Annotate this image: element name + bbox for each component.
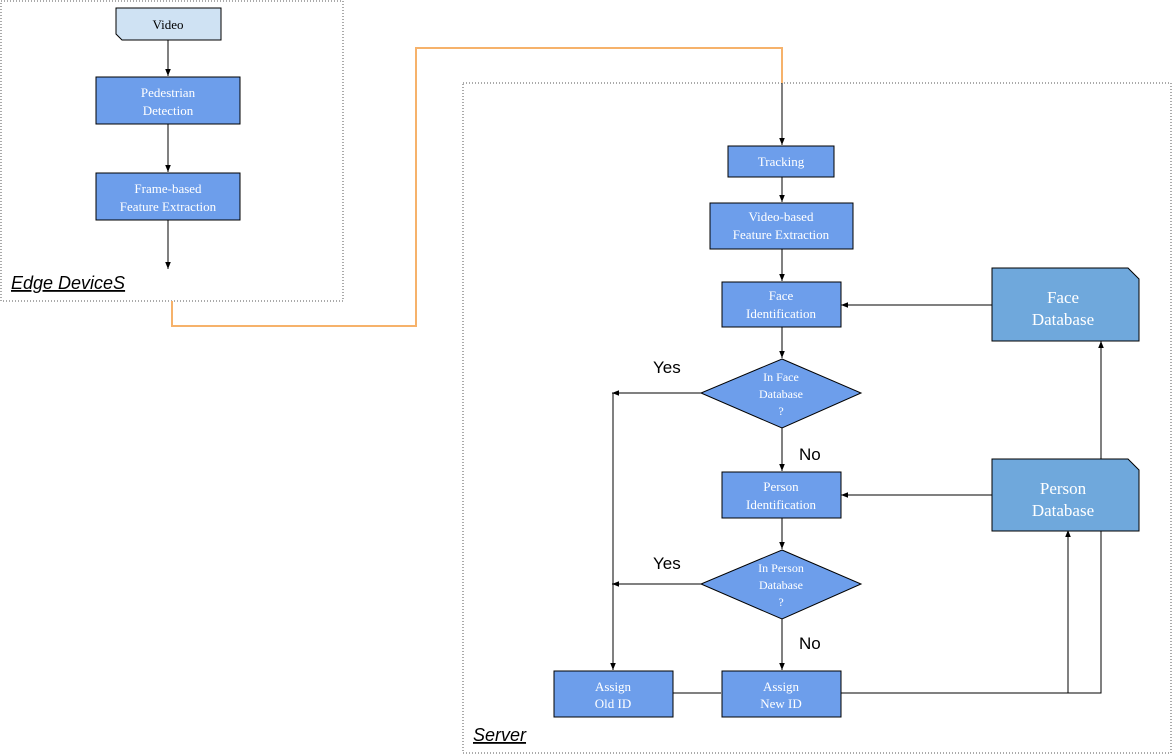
svg-text:Person: Person xyxy=(1040,479,1087,498)
svg-text:In Face: In Face xyxy=(763,370,799,384)
svg-text:?: ? xyxy=(778,404,783,418)
svg-text:In Person: In Person xyxy=(758,561,804,575)
edge-person-db-to-new-id xyxy=(1068,531,1102,694)
svg-text:Feature Extraction: Feature Extraction xyxy=(733,227,830,242)
face-no-label: No xyxy=(799,445,821,464)
assign-old-id-node: Assign Old ID xyxy=(553,670,674,718)
svg-text:Assign: Assign xyxy=(763,679,800,694)
svg-text:Database: Database xyxy=(1032,501,1094,520)
svg-text:?: ? xyxy=(778,595,783,609)
svg-text:Video-based: Video-based xyxy=(749,209,814,224)
frame-feature-extraction-node: Frame-based Feature Extraction xyxy=(95,172,241,221)
svg-text:Database: Database xyxy=(759,387,803,401)
edge-devices-label: Edge DeviceS xyxy=(11,273,125,293)
svg-text:Frame-based: Frame-based xyxy=(134,181,202,196)
svg-text:Identification: Identification xyxy=(746,497,817,512)
svg-text:Database: Database xyxy=(1032,310,1094,329)
svg-text:Detection: Detection xyxy=(143,103,194,118)
svg-text:New ID: New ID xyxy=(760,696,802,711)
video-node: Video xyxy=(115,7,222,41)
tracking-node: Tracking xyxy=(727,145,835,178)
svg-text:Face: Face xyxy=(769,288,794,303)
in-face-database-decision: In Face Database ? xyxy=(699,358,863,429)
svg-text:Assign: Assign xyxy=(595,679,632,694)
edge-to-server-connector xyxy=(171,47,783,327)
svg-text:Old ID: Old ID xyxy=(595,696,631,711)
person-yes-label: Yes xyxy=(653,554,681,573)
svg-text:Database: Database xyxy=(759,578,803,592)
face-database-node: Face Database xyxy=(991,267,1140,342)
svg-text:Tracking: Tracking xyxy=(758,154,805,169)
in-person-database-decision: In Person Database ? xyxy=(699,549,863,620)
edge-devices-group xyxy=(0,0,344,302)
assign-new-id-node: Assign New ID xyxy=(721,670,842,718)
svg-text:Person: Person xyxy=(763,479,799,494)
svg-text:Video: Video xyxy=(153,17,184,32)
face-identification-node: Face Identification xyxy=(721,281,842,328)
server-label: Server xyxy=(473,725,527,745)
edge-new-id-to-person-db xyxy=(841,530,1071,694)
svg-text:Face: Face xyxy=(1047,288,1079,307)
person-identification-node: Person Identification xyxy=(721,471,842,519)
svg-text:Pedestrian: Pedestrian xyxy=(141,85,196,100)
svg-text:Feature Extraction: Feature Extraction xyxy=(120,199,217,214)
person-no-label: No xyxy=(799,634,821,653)
server-group xyxy=(462,82,1172,754)
person-database-node: Person Database xyxy=(991,458,1140,532)
pedestrian-detection-node: Pedestrian Detection xyxy=(95,76,241,125)
face-yes-label: Yes xyxy=(653,358,681,377)
video-feature-extraction-node: Video-based Feature Extraction xyxy=(709,202,854,250)
svg-text:Identification: Identification xyxy=(746,306,817,321)
